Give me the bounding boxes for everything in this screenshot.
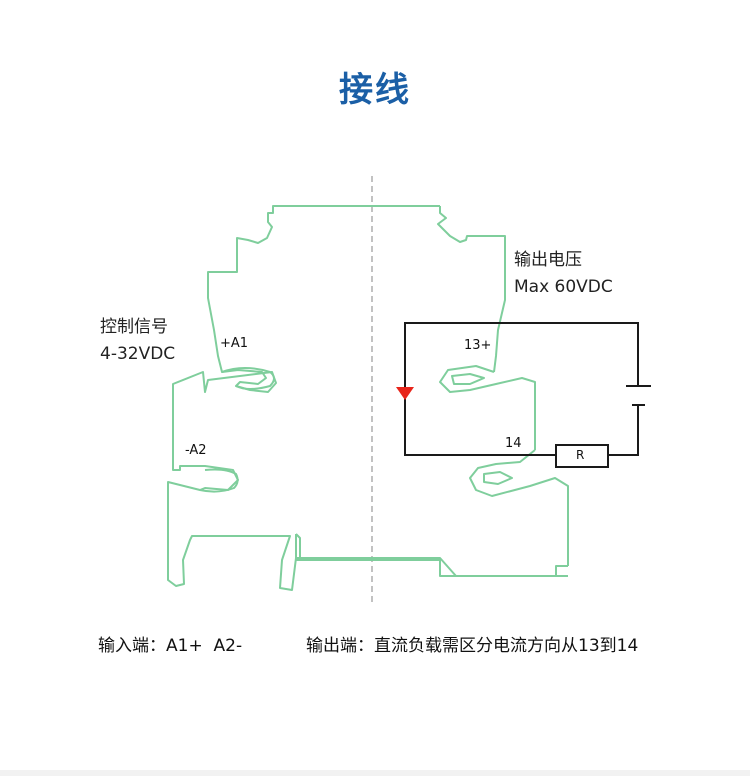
current-direction-arrow (396, 387, 414, 400)
output-voltage-title: 输出电压 (514, 250, 582, 270)
output-voltage-max: Max 60VDC (514, 277, 613, 297)
terminal-a2-label: -A2 (185, 443, 207, 458)
control-signal-range: 4-32VDC (100, 344, 176, 364)
control-signal-title: 控制信号 (100, 317, 168, 337)
resistor-label: R (576, 448, 585, 462)
terminal-13-label: 13+ (464, 338, 492, 353)
terminal-a1-label: +A1 (220, 336, 249, 351)
control-signal-label: 控制信号 4-32VDC (100, 314, 175, 368)
relay-housing-outline (167, 205, 569, 591)
footer-output-note: 输出端：直流负载需区分电流方向从13到14 (306, 636, 639, 656)
terminal-14-label: 14 (505, 436, 522, 451)
resistor-symbol (555, 444, 609, 468)
page-title: 接线 (339, 70, 411, 110)
output-voltage-label: 输出电压 Max 60VDC (514, 247, 613, 301)
bottom-divider (0, 770, 750, 776)
footer-input-note: 输入端：A1+ A2- (98, 636, 243, 656)
